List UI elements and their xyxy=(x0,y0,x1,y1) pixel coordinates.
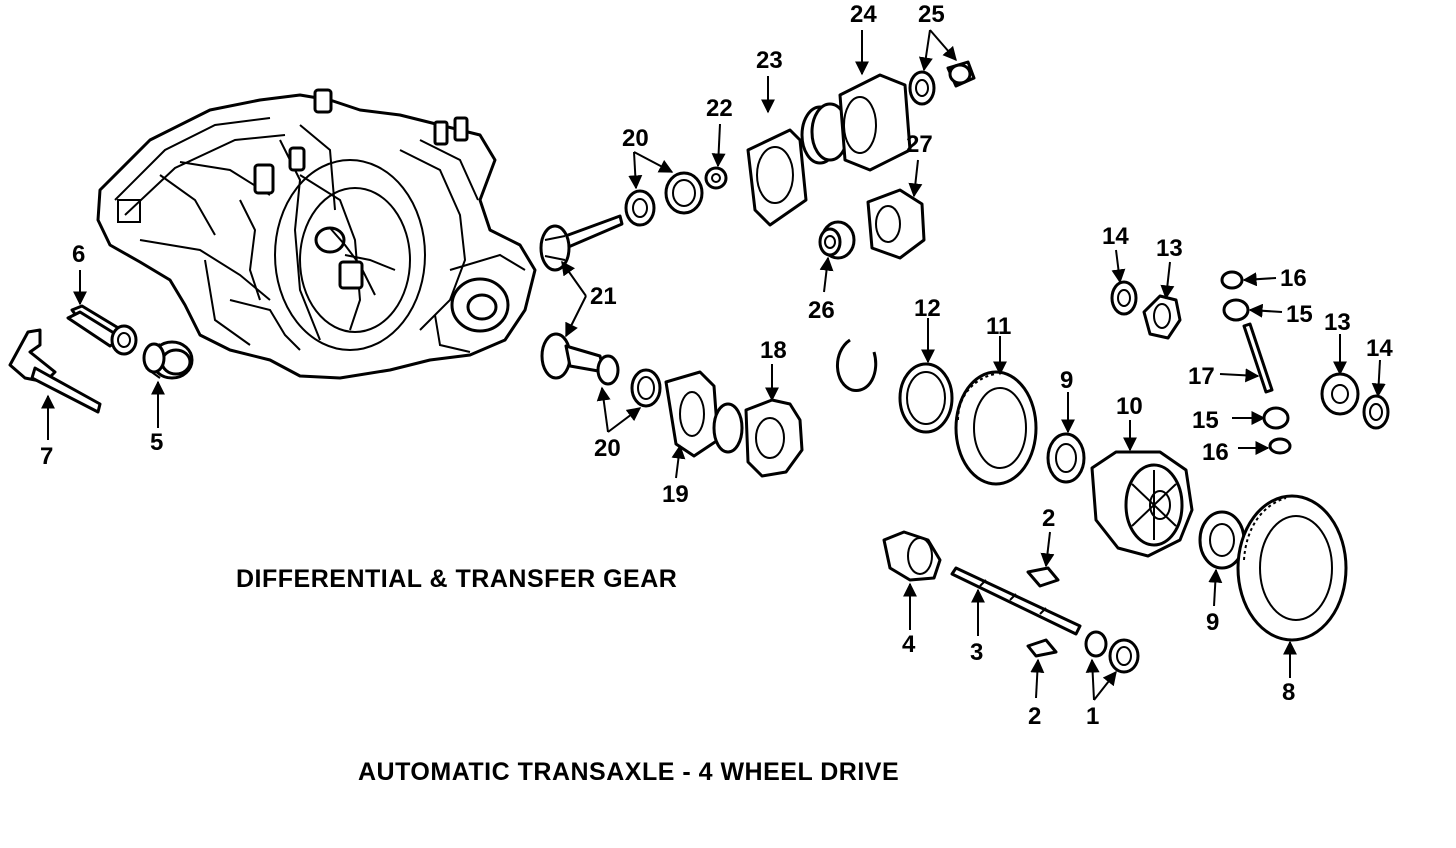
callout-9-lower: 9 xyxy=(1206,609,1219,636)
part-20-bearing-lower xyxy=(630,368,662,408)
part-15-gear-upper xyxy=(1222,298,1250,322)
part-5-seal xyxy=(142,340,194,380)
part-4-bearing xyxy=(882,530,942,582)
part-27-cover xyxy=(866,188,926,260)
callout-10: 10 xyxy=(1116,393,1143,420)
callout-23: 23 xyxy=(756,47,783,74)
callout-21: 21 xyxy=(590,283,617,310)
part-16-washer-upper xyxy=(1220,270,1244,290)
part-13-gear-upper xyxy=(1142,294,1182,340)
part-26-bearing xyxy=(818,220,856,260)
callout-13-lower: 13 xyxy=(1324,309,1351,336)
callout-27: 27 xyxy=(906,131,933,158)
part-16-washer-lower xyxy=(1268,437,1292,455)
part-13-gear-lower xyxy=(1320,372,1360,416)
part-1-seal xyxy=(1084,630,1140,674)
part-20-bearing-upper xyxy=(624,171,704,227)
callout-16-lower: 16 xyxy=(1202,439,1229,466)
callout-16-upper: 16 xyxy=(1280,265,1307,292)
callout-12: 12 xyxy=(914,295,941,322)
part-2-clip-lower xyxy=(1026,638,1058,658)
part-15-gear-lower xyxy=(1262,406,1290,430)
callout-9-upper: 9 xyxy=(1060,367,1073,394)
part-7-shift-lever xyxy=(8,328,102,414)
callout-2-lower: 2 xyxy=(1028,703,1041,730)
callout-6: 6 xyxy=(72,241,85,268)
part-22-nut xyxy=(704,166,728,190)
transaxle-housing xyxy=(96,88,537,380)
part-6-sleeve xyxy=(66,304,138,356)
part-14-washer-lower xyxy=(1362,394,1390,430)
callout-5: 5 xyxy=(150,429,163,456)
part-8-ring-gear xyxy=(1236,494,1348,642)
callout-8: 8 xyxy=(1282,679,1295,706)
callout-15-lower: 15 xyxy=(1192,407,1219,434)
callout-3: 3 xyxy=(970,639,983,666)
part-21-pinion-upper xyxy=(539,214,624,272)
callout-15-upper: 15 xyxy=(1286,301,1313,328)
callout-20-lower: 20 xyxy=(594,435,621,462)
part-19-gasket xyxy=(664,370,720,458)
part-21-pinion-lower xyxy=(540,332,620,386)
part-24-housing xyxy=(800,73,912,172)
callout-26: 26 xyxy=(808,297,835,324)
callout-7: 7 xyxy=(40,443,53,470)
part-23-gasket xyxy=(746,128,808,227)
callout-19: 19 xyxy=(662,481,689,508)
callout-13-upper: 13 xyxy=(1156,235,1183,262)
part-18-housing xyxy=(712,398,804,478)
callout-18: 18 xyxy=(760,337,787,364)
part-2-clip-upper xyxy=(1026,566,1060,588)
part-25-bearings xyxy=(908,60,976,106)
callout-1: 1 xyxy=(1086,703,1099,730)
part-10-case xyxy=(1090,450,1194,558)
callout-labels: 1 2 2 3 4 5 6 7 8 9 9 10 11 12 13 13 14 … xyxy=(40,1,1393,730)
part-12-shim xyxy=(898,362,954,434)
callout-4: 4 xyxy=(902,631,916,658)
part-12-snap-ring xyxy=(836,338,878,392)
part-11-ring-gear xyxy=(954,370,1038,486)
diagram-subtitle: DIFFERENTIAL & TRANSFER GEAR xyxy=(236,565,677,593)
callout-25: 25 xyxy=(918,1,945,28)
part-3-shaft xyxy=(950,566,1082,636)
part-14-washer-upper xyxy=(1110,280,1138,316)
callout-22: 22 xyxy=(706,95,733,122)
part-9-bearing-upper xyxy=(1046,432,1086,484)
callout-24: 24 xyxy=(850,1,877,28)
callout-14-lower: 14 xyxy=(1366,335,1393,362)
callout-14-upper: 14 xyxy=(1102,223,1129,250)
callout-2-upper: 2 xyxy=(1042,505,1055,532)
callout-20-upper: 20 xyxy=(622,125,649,152)
callout-17: 17 xyxy=(1188,363,1215,390)
callout-11: 11 xyxy=(986,313,1011,340)
diagram-title: AUTOMATIC TRANSAXLE - 4 WHEEL DRIVE xyxy=(358,758,899,786)
part-17-shaft xyxy=(1242,322,1274,394)
leader-lines xyxy=(41,29,1386,701)
